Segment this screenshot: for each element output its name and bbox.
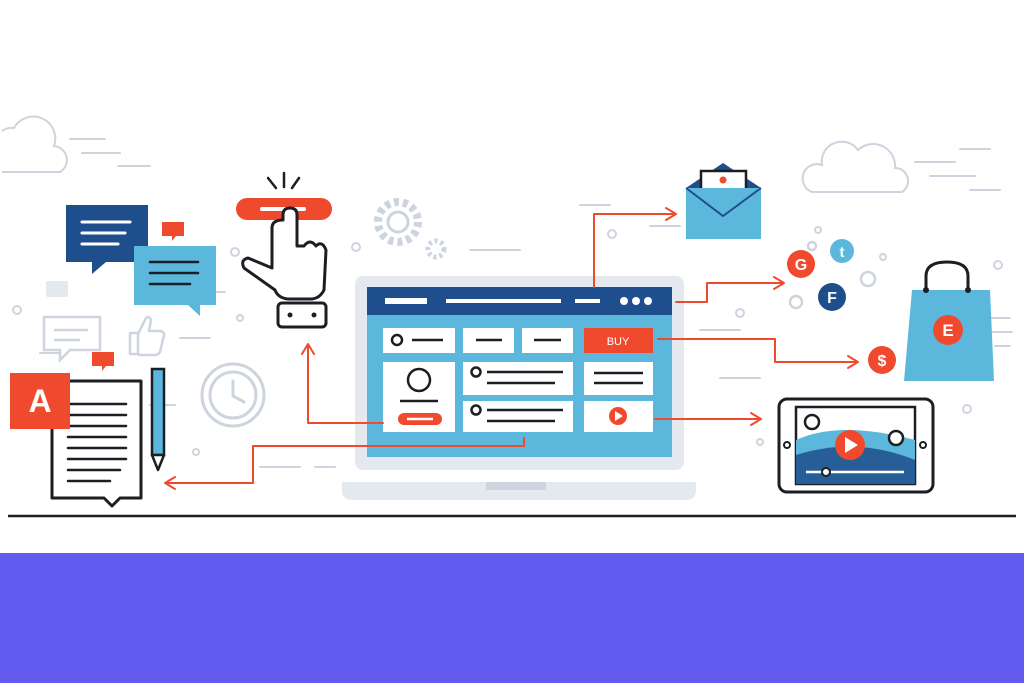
social-g-label: G [795, 257, 807, 274]
thumbs-up-icon [128, 315, 166, 357]
bag-badge-label: E [942, 321, 953, 340]
chat-bubble-icon [66, 205, 148, 274]
dot-decoration [12, 226, 1003, 456]
clock-icon [200, 362, 266, 428]
square-decoration [46, 281, 68, 297]
tablet-video-icon [777, 397, 935, 494]
connector-arrows [164, 207, 859, 490]
chat-bubble-icon [134, 222, 216, 316]
envelope-icon [685, 163, 762, 239]
video-thumbnail[interactable] [584, 401, 653, 432]
chat-outline-icon [42, 315, 102, 364]
footer-band [0, 553, 1024, 683]
dictionary-badge: A [10, 373, 70, 429]
buy-button[interactable]: BUY [584, 328, 653, 353]
gear-icon [374, 198, 422, 246]
pointing-hand-icon [236, 171, 332, 329]
cloud-icon [1, 115, 68, 173]
shopping-bag-icon: E [904, 260, 994, 381]
social-t-label: t [840, 244, 845, 261]
dictionary-badge-label: A [28, 383, 51, 419]
cloud-icon [801, 140, 910, 193]
dollar-coin-icon: $ [868, 346, 896, 374]
social-f-label: F [827, 290, 837, 307]
illustration-canvas: A BUY [1, 115, 1016, 518]
social-badges-icon: G t F [787, 239, 877, 311]
small-gear-icon [425, 238, 447, 260]
laptop-icon: BUY [342, 276, 696, 500]
currency-label: $ [878, 353, 887, 370]
document-icon [50, 352, 143, 508]
buy-button-label: BUY [607, 336, 630, 348]
pencil-icon [150, 367, 166, 472]
profile-card [383, 362, 455, 432]
